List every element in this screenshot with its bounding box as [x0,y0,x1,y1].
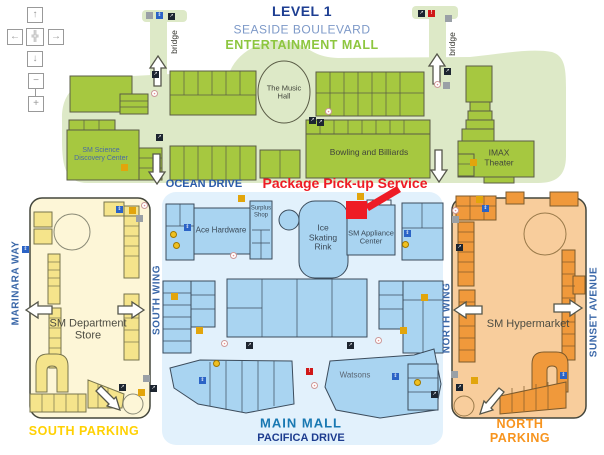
package-pickup-highlight [346,186,401,219]
shop-block [455,195,497,221]
ice-skating-rink-building [298,200,349,279]
center-map-button[interactable]: ╬ [26,28,44,46]
pan-down-button[interactable]: ↓ [27,51,43,67]
rotunda-circle [523,212,567,256]
tenant-dividers [163,203,443,412]
shop-block [47,253,61,305]
zoom-in-button[interactable]: + [28,96,44,112]
entertainment-buildings [66,65,535,184]
ocean-drive-down-arrow [429,149,449,184]
shop-block [572,275,586,295]
shop-wedge [499,381,567,415]
imax-step [469,101,491,112]
hypermarket-west-arrow [452,300,483,320]
ace-hardware-building [193,207,251,255]
shop-block [123,215,140,279]
main-mall-zone [162,192,444,445]
shop-block [407,363,439,411]
pickup-pointer-arrow [365,186,401,211]
shop-block [305,119,431,135]
entertainment-mall-zone [62,6,566,184]
pan-left-button[interactable]: ← [7,29,23,45]
ocean-drive-down-arrow [147,153,167,186]
shop-block [457,153,475,177]
pan-up-button[interactable]: ↑ [27,7,43,23]
shop-block [315,71,425,117]
hypermarket-east-arrow [553,298,584,318]
shop-block [123,205,140,217]
bowling-billiards-building [305,133,431,179]
shop-block [103,201,125,217]
shop-block [29,393,87,413]
imax-base [483,176,515,184]
zoom-control-connector [35,88,36,97]
horseshoe-block [35,353,69,393]
pan-right-button[interactable]: → [48,29,64,45]
shop-block [169,70,257,116]
shop-block [505,191,525,205]
shop-block [190,280,216,328]
pickup-location-marker [346,201,367,219]
rotunda-circle [453,395,475,417]
north-parking-exit-arrow [479,387,505,415]
imax-step [465,119,495,130]
tenant-dividers [83,71,474,180]
shop-block [561,309,576,361]
shop-block [33,211,53,228]
shop-block [33,228,53,245]
rotunda-circle [53,213,91,251]
zoom-out-button[interactable]: − [28,73,44,89]
shop-block [549,191,579,207]
music-hall-plaza [257,60,311,124]
bridge-right-walkway [429,13,446,61]
shop-block [119,93,149,115]
south-parking-exit-arrow [95,385,121,411]
shop-block [169,145,257,181]
rotunda-circle [122,393,144,415]
science-discovery-center-building [66,129,140,181]
dept-store-east-arrow [117,300,146,320]
imax-tower [465,65,493,103]
dept-store-west-arrow [24,300,53,320]
imax-step [467,110,493,121]
imax-step [461,128,495,142]
shop-block [401,202,444,261]
shop-block [378,280,404,330]
kiosk-circle [278,209,300,231]
shop-block [457,221,475,287]
shop-block [68,119,116,131]
